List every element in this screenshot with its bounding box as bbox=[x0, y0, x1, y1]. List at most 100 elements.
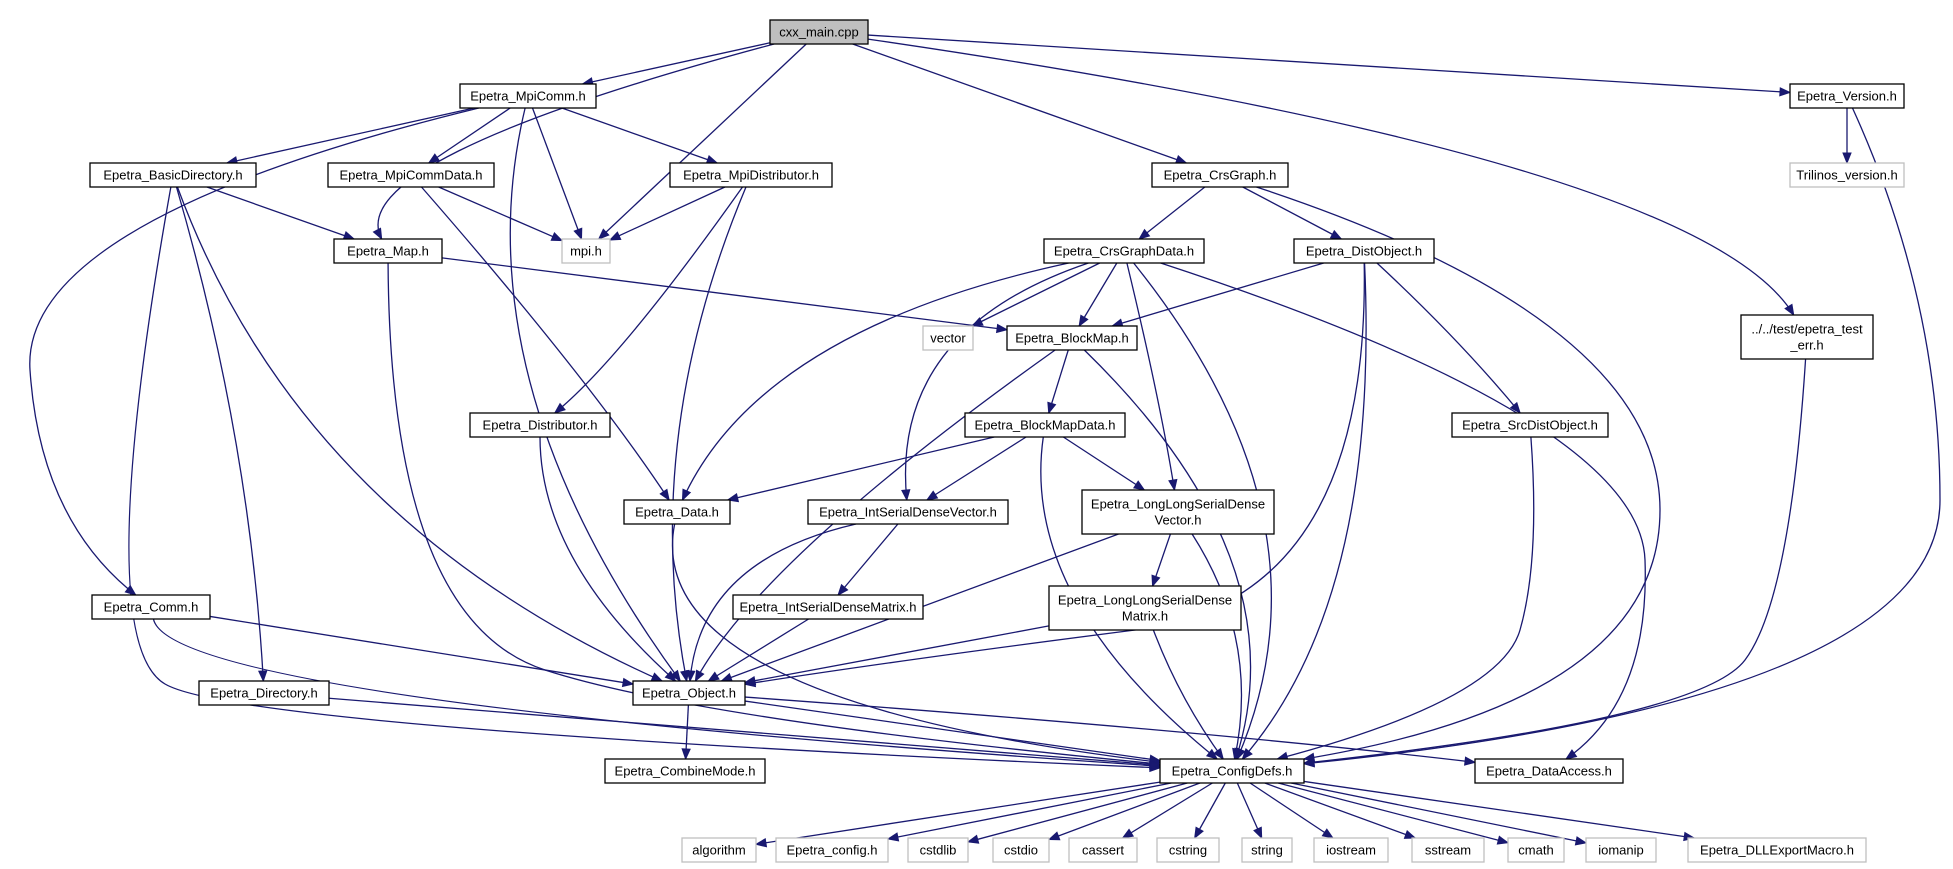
edge-blockmap-to-configdefs bbox=[1083, 349, 1252, 760]
edge-crsgraph-to-distobject bbox=[1242, 186, 1342, 240]
node-box-intvec bbox=[807, 499, 1009, 525]
node-comm[interactable]: Epetra_Comm.h bbox=[91, 594, 211, 620]
node-box-object bbox=[632, 680, 746, 706]
node-label-combinemode: Epetra_CombineMode.h bbox=[615, 764, 756, 779]
node-cassert: cassert bbox=[1068, 837, 1138, 863]
edge-cxx_main-to-mpi bbox=[598, 43, 807, 240]
node-map[interactable]: Epetra_Map.h bbox=[333, 238, 443, 264]
node-distributor[interactable]: Epetra_Distributor.h bbox=[469, 412, 611, 438]
edge-mpidist-to-mpi bbox=[609, 186, 726, 241]
node-box-string bbox=[1241, 837, 1293, 863]
arrowhead-object-to-combinemode bbox=[681, 748, 691, 761]
node-blockmap[interactable]: Epetra_BlockMap.h bbox=[1006, 325, 1138, 351]
edge-intvec-to-intmat bbox=[837, 523, 899, 596]
node-mpi: mpi.h bbox=[561, 238, 611, 264]
node-label-mpi: mpi.h bbox=[570, 244, 602, 259]
arrowhead-blockmapdata-to-configdefs bbox=[1205, 748, 1219, 760]
node-mpicomm[interactable]: Epetra_MpiComm.h bbox=[459, 83, 597, 109]
arrowhead-crsgraph-to-distobject bbox=[1329, 229, 1343, 240]
node-blockmapdata[interactable]: Epetra_BlockMapData.h bbox=[964, 412, 1126, 438]
edge-mpicommdata-to-data bbox=[420, 186, 670, 501]
arrowhead-blockmapdata-to-llvec bbox=[1132, 480, 1146, 491]
edge-cxx_main-to-testerr bbox=[867, 38, 1795, 316]
edge-cxx_main-to-mpicomm bbox=[582, 42, 771, 85]
edge-blockmap-to-blockmapdata bbox=[1048, 349, 1069, 414]
edge-crsgraph-to-crsgraphdata bbox=[1138, 186, 1206, 240]
edge-mpidist-to-object bbox=[671, 186, 747, 682]
edge-object-to-dataaccess bbox=[744, 696, 1476, 763]
node-object[interactable]: Epetra_Object.h bbox=[632, 680, 746, 706]
node-crsgraphdata[interactable]: Epetra_CrsGraphData.h bbox=[1043, 238, 1205, 264]
arrowhead-object-to-dataaccess bbox=[1464, 756, 1477, 766]
arrowhead-crsgraphdata-to-blockmap bbox=[1078, 314, 1089, 328]
edge-comm-to-object bbox=[209, 615, 634, 685]
edge-configdefs-to-sstream bbox=[1264, 782, 1416, 839]
arrowhead-cxx_main-to-version bbox=[1779, 87, 1792, 97]
arrowhead-configdefs-to-iomanip bbox=[1574, 836, 1588, 846]
arrowhead-llmat-to-object bbox=[743, 675, 757, 686]
edge-blockmap-to-object bbox=[694, 349, 1056, 682]
arrowhead-intmat-to-object bbox=[707, 671, 720, 682]
node-box-comm bbox=[91, 594, 211, 620]
node-combinemode[interactable]: Epetra_CombineMode.h bbox=[604, 758, 766, 784]
node-label-blockmapdata: Epetra_BlockMapData.h bbox=[975, 418, 1116, 433]
node-label-comm: Epetra_Comm.h bbox=[104, 600, 199, 615]
node-srcdist[interactable]: Epetra_SrcDistObject.h bbox=[1451, 412, 1609, 438]
node-version[interactable]: Epetra_Version.h bbox=[1789, 83, 1905, 109]
node-dataaccess[interactable]: Epetra_DataAccess.h bbox=[1474, 758, 1624, 784]
node-intmat[interactable]: Epetra_IntSerialDenseMatrix.h bbox=[732, 594, 924, 620]
edge-intvec-to-object bbox=[689, 523, 857, 682]
arrowhead-mpicommdata-to-mpi bbox=[550, 232, 564, 242]
node-directory[interactable]: Epetra_Directory.h bbox=[198, 680, 330, 706]
edge-mpicomm-to-mpicommdata bbox=[428, 107, 511, 164]
arrowhead-configdefs-to-sstream bbox=[1403, 829, 1417, 839]
node-testerr[interactable]: ../../test/epetra_test_err.h bbox=[1740, 314, 1874, 360]
arrowhead-blockmapdata-to-intvec bbox=[925, 490, 939, 501]
node-box-algorithm bbox=[681, 837, 757, 863]
node-configdefs[interactable]: Epetra_ConfigDefs.h bbox=[1159, 758, 1305, 784]
edge-mpicomm-to-mpi bbox=[531, 107, 583, 240]
node-box-dllexport bbox=[1687, 837, 1867, 863]
edge-crsgraphdata-to-llvec bbox=[1126, 262, 1176, 491]
node-vector: vector bbox=[922, 325, 974, 351]
edge-testerr-to-configdefs bbox=[1303, 358, 1807, 764]
node-cxx_main[interactable]: cxx_main.cpp bbox=[769, 19, 869, 45]
arrowhead-basicdir-to-map bbox=[342, 231, 356, 240]
arrowhead-llmat-to-configdefs bbox=[1213, 747, 1225, 761]
node-cstring: cstring bbox=[1156, 837, 1220, 863]
edge-llmat-to-object bbox=[744, 625, 1050, 684]
edge-cxx_main-to-crsgraph bbox=[852, 43, 1187, 164]
node-distobject[interactable]: Epetra_DistObject.h bbox=[1293, 238, 1435, 264]
node-mpicommdata[interactable]: Epetra_MpiCommData.h bbox=[327, 162, 495, 188]
node-label-directory: Epetra_Directory.h bbox=[210, 686, 317, 701]
node-data[interactable]: Epetra_Data.h bbox=[623, 499, 731, 525]
node-label-basicdir: Epetra_BasicDirectory.h bbox=[103, 168, 242, 183]
node-iomanip: iomanip bbox=[1585, 837, 1657, 863]
node-label-llmat: Matrix.h bbox=[1122, 609, 1168, 624]
node-crsgraph[interactable]: Epetra_CrsGraph.h bbox=[1151, 162, 1289, 188]
node-label-configdefs: Epetra_ConfigDefs.h bbox=[1172, 764, 1293, 779]
node-box-cmath bbox=[1507, 837, 1565, 863]
node-basicdir[interactable]: Epetra_BasicDirectory.h bbox=[89, 162, 257, 188]
node-intvec[interactable]: Epetra_IntSerialDenseVector.h bbox=[807, 499, 1009, 525]
arrowhead-distobject-to-srcdist bbox=[1509, 401, 1521, 415]
node-label-testerr: ../../test/epetra_test bbox=[1751, 322, 1863, 337]
arrowhead-distobject-to-configdefs bbox=[1241, 747, 1253, 761]
node-label-dllexport: Epetra_DLLExportMacro.h bbox=[1700, 843, 1854, 858]
node-box-vector bbox=[922, 325, 974, 351]
edge-crsgraph-to-configdefs bbox=[1256, 186, 1661, 760]
node-box-distributor bbox=[469, 412, 611, 438]
arrowhead-mpidist-to-object bbox=[680, 669, 690, 683]
arrowhead-crsgraphdata-to-dataaccess bbox=[1564, 749, 1578, 760]
edge-configdefs-to-config bbox=[887, 782, 1172, 840]
node-label-vector: vector bbox=[930, 331, 966, 346]
node-mpidist[interactable]: Epetra_MpiDistributor.h bbox=[669, 162, 833, 188]
node-box-mpicomm bbox=[459, 83, 597, 109]
node-label-cstdio: cstdio bbox=[1004, 843, 1038, 858]
arrowhead-cxx_main-to-map bbox=[372, 227, 383, 241]
edge-mpicommdata-to-mpi bbox=[438, 186, 563, 242]
edge-configdefs-to-algorithm bbox=[755, 781, 1161, 845]
